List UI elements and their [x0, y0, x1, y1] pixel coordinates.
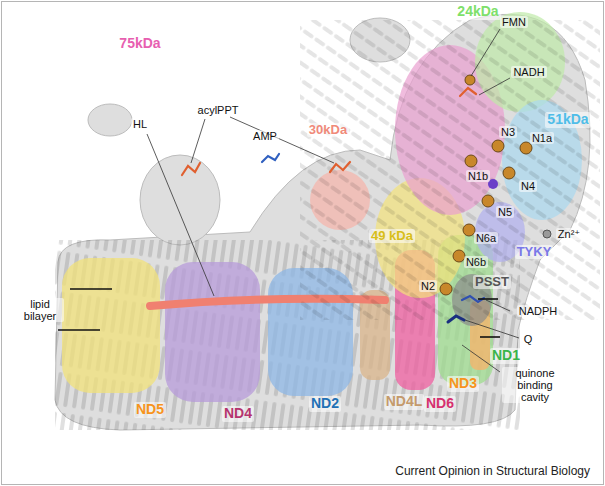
structure-label: Q	[522, 333, 535, 345]
structure-label: ND6	[424, 396, 456, 411]
structure-label: N1a	[530, 132, 554, 144]
structure-label: ND5	[134, 402, 166, 417]
structure-label: N1b	[466, 170, 490, 182]
structure-label: N5	[496, 206, 514, 218]
structure-label: ND4L	[384, 394, 425, 409]
structure-label: N3	[499, 126, 517, 138]
structure-label: acylPPT	[196, 104, 241, 116]
journal-caption: Current Opinion in Structural Biology	[395, 464, 590, 478]
structure-label: NADH	[511, 66, 546, 78]
structure-label: lipid bilayer	[16, 298, 64, 322]
membrane-lines	[58, 289, 500, 337]
structure-label: quinone binding cavity	[502, 367, 568, 403]
structure-label: ND3	[447, 376, 479, 391]
coil-texture	[300, 20, 600, 320]
structure-label: HL	[131, 118, 149, 130]
zinc-sphere	[543, 230, 551, 238]
structure-label: 49 kDa	[369, 229, 415, 243]
ligand-sticks	[182, 88, 484, 322]
structure-label: 24kDa	[455, 4, 500, 19]
structure-label: ND2	[309, 396, 341, 411]
structure-label: AMP	[251, 130, 279, 142]
leader-lines	[147, 29, 519, 372]
structure-label: PSST	[473, 275, 511, 289]
structure-label: 51kDa	[545, 112, 590, 127]
structure-label: N2	[419, 280, 437, 292]
structure-label: 75kDa	[117, 36, 162, 51]
structure-label: N6a	[474, 232, 498, 244]
structure-label: Zn²⁺	[556, 228, 582, 240]
structure-label: FMN	[500, 16, 528, 28]
structure-label: N6b	[464, 256, 488, 268]
structure-label: N4	[519, 180, 537, 192]
structure-label: ND4	[222, 406, 254, 421]
structure-label: ND1	[490, 348, 522, 363]
structure-label: 30kDa	[307, 123, 349, 137]
structure-label: TYKY	[515, 245, 554, 259]
structure-label: NADPH	[517, 305, 560, 317]
